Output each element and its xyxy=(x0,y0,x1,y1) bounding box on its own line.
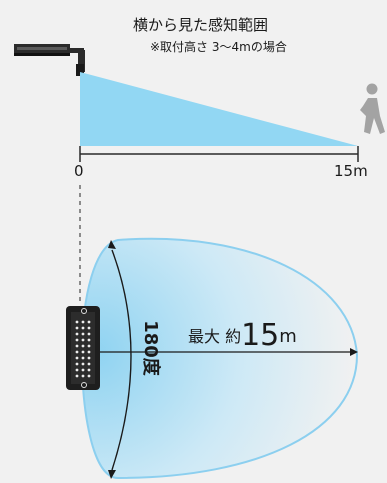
range-unit: m xyxy=(279,326,297,347)
range-arrowhead xyxy=(350,348,358,356)
angle-arrowhead-bottom xyxy=(108,470,116,479)
angle-arrowhead-top xyxy=(108,240,116,249)
distance-scale xyxy=(79,146,359,162)
diagram-title: 横から見た感知範囲 xyxy=(133,16,269,34)
light-fixture-side-icon xyxy=(14,44,85,76)
distance-end-label: 15m xyxy=(334,162,368,180)
light-fixture-top-icon xyxy=(66,306,100,390)
detection-angle-label: 180度 xyxy=(140,320,161,376)
range-prefix: 最大 約 xyxy=(188,327,242,346)
distance-start-label: 0 xyxy=(74,162,84,180)
side-detection-area xyxy=(80,72,358,146)
angle-arrow xyxy=(111,249,132,471)
mounting-height-note: ※取付高さ 3～4mの場合 xyxy=(150,40,287,54)
range-value: 15 xyxy=(241,318,280,353)
pedestrian-icon xyxy=(360,83,385,134)
top-detection-area xyxy=(80,237,359,480)
max-range-label: 最大 約15m xyxy=(188,316,297,357)
